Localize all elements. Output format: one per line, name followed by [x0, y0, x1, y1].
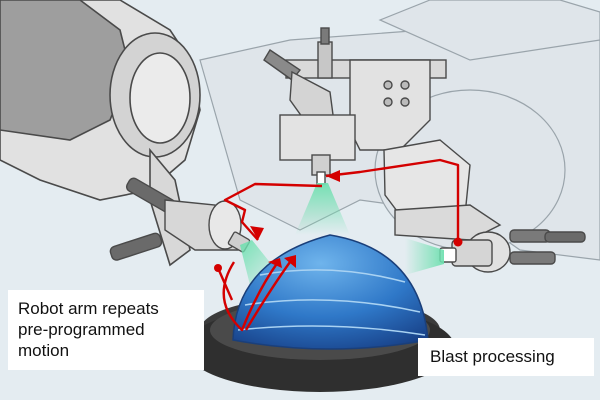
arrow-dot-left: [214, 264, 222, 272]
spray-nozzle-icon: [263, 27, 447, 185]
arrow-head-top: [326, 170, 340, 182]
right-spray-cone: [405, 238, 444, 275]
blast-processing-label: Blast processing: [418, 338, 594, 376]
arrow-head-left: [250, 226, 264, 240]
motion-arrows: [216, 158, 460, 332]
left-nozzle-assembly: [109, 177, 251, 261]
arrow-head-dome-2: [284, 255, 296, 268]
top-spray-cone: [295, 183, 350, 235]
arrow-heads: [214, 170, 463, 272]
arrow-dot-right: [453, 237, 463, 247]
blast-gun-icon: [383, 139, 586, 273]
arrow-head-dome-1: [268, 258, 282, 268]
dome-workpiece-icon: [232, 234, 429, 350]
robot-arm-label: Robot arm repeats pre-programmed motion: [8, 290, 204, 370]
